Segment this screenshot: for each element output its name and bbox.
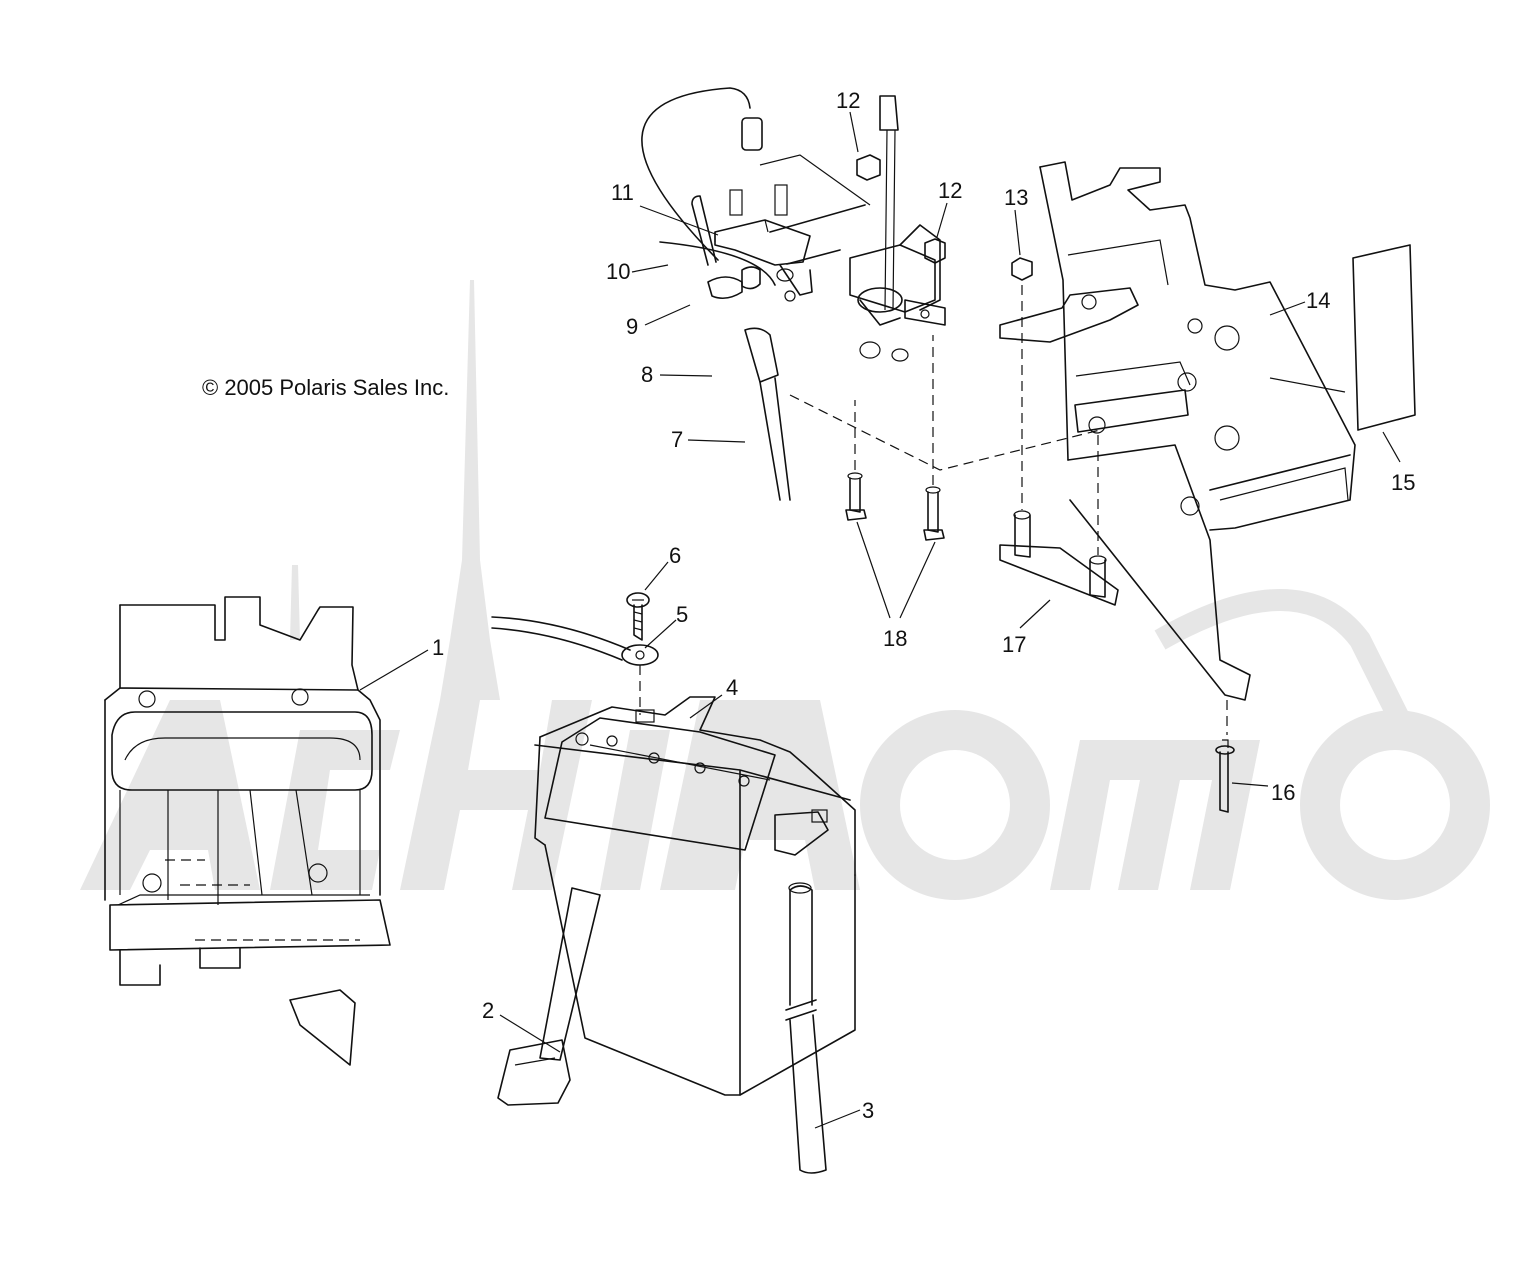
battery-bracket [999, 161, 1356, 701]
callout-13: 13 [1004, 185, 1028, 210]
callout-6: 6 [669, 543, 681, 568]
callout-16: 16 [1271, 780, 1295, 805]
nut-upper [856, 154, 881, 181]
callout-3: 3 [862, 1098, 874, 1123]
vent-tube [785, 882, 827, 1174]
bolt-right [923, 335, 945, 541]
callout-9: 9 [626, 314, 638, 339]
callout-2: 2 [482, 998, 494, 1023]
callout-17: 17 [1002, 632, 1026, 657]
wire-harness [641, 87, 871, 286]
battery-cable-negative [497, 887, 601, 1106]
watermark-lettering [80, 589, 1490, 900]
callout-5: 5 [676, 602, 688, 627]
nut-13 [1011, 257, 1033, 510]
callout-1: 1 [432, 635, 444, 660]
callout-12-right: 12 [938, 178, 962, 203]
callout-4: 4 [726, 675, 738, 700]
starter-solenoid [849, 95, 946, 326]
callout-8: 8 [641, 362, 653, 387]
copyright-text: © 2005 Polaris Sales Inc. [202, 375, 449, 400]
callout-14: 14 [1306, 288, 1330, 313]
stud-plate [999, 435, 1119, 606]
watermark [80, 280, 1490, 900]
callout-18: 18 [883, 626, 907, 651]
bolt-left [845, 400, 867, 521]
leader-lines [359, 111, 1401, 1129]
washer-cable-lug [491, 616, 659, 715]
callout-15: 15 [1391, 470, 1415, 495]
screw [626, 592, 650, 641]
callout-numbers: 1 2 3 4 5 6 7 8 9 10 11 12 12 13 14 15 1… [432, 88, 1415, 1123]
assembly-dash-line [789, 394, 1101, 471]
callout-11: 11 [611, 180, 634, 205]
battery-holder [104, 596, 391, 1066]
callout-10: 10 [606, 259, 630, 284]
rivet [1215, 700, 1235, 813]
callout-7: 7 [671, 427, 683, 452]
callout-12-upper: 12 [836, 88, 860, 113]
terminal-boot [691, 195, 794, 300]
warning-label [1352, 244, 1416, 431]
terminal-boot-positive [744, 327, 909, 501]
nut-right [924, 238, 946, 264]
relay [714, 184, 813, 302]
battery [534, 696, 856, 1096]
